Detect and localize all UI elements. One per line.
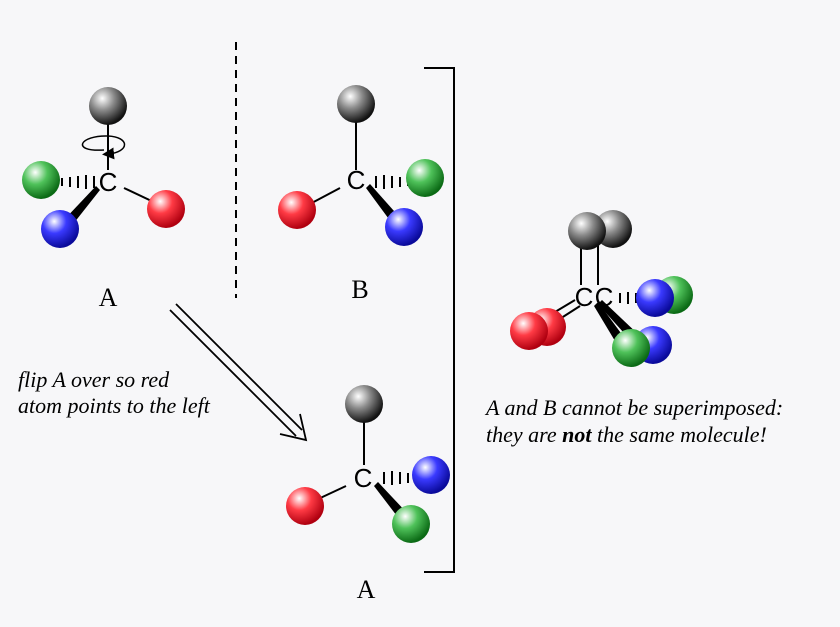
- red-atom: [147, 190, 185, 228]
- black-atom: [337, 85, 375, 123]
- carbon-symbol: C: [354, 463, 373, 493]
- blue-atom: [385, 208, 423, 246]
- molecule-a: C A: [22, 87, 185, 312]
- black-atom: [345, 385, 383, 423]
- blue-atom: [412, 456, 450, 494]
- carbon-symbol: C: [99, 167, 118, 197]
- black-atom: [568, 212, 606, 250]
- conclusion-line-2-end: the same molecule!: [592, 422, 767, 447]
- label-b: B: [351, 275, 368, 304]
- black-atom: [89, 87, 127, 125]
- label-a-top: A: [99, 283, 118, 312]
- green-atom: [612, 329, 650, 367]
- hashed-bond-a-green: [61, 175, 95, 189]
- carbon-symbol: C: [575, 282, 594, 312]
- green-atom: [22, 161, 60, 199]
- molecule-a-flipped: C A: [286, 385, 450, 604]
- blue-atom: [636, 279, 674, 317]
- conclusion-line-1: A and B cannot be superimposed:: [484, 395, 783, 420]
- instruction-line-2: atom points to the left: [18, 393, 211, 418]
- instruction-line-1: flip A over so red: [18, 367, 170, 392]
- red-atom: [278, 191, 316, 229]
- green-atom: [392, 505, 430, 543]
- conclusion-line-2: they are not the same molecule!: [486, 422, 767, 447]
- flip-arrow-icon: [169, 303, 308, 442]
- label-a-flipped: A: [357, 575, 376, 604]
- hashed-bond-b-green: [375, 175, 409, 189]
- red-atom: [286, 487, 324, 525]
- hashed-bond-af-blue: [383, 471, 409, 485]
- conclusion-bold-word: not: [562, 422, 592, 447]
- rotation-arrow-icon: [81, 135, 126, 160]
- carbon-symbol: C: [595, 282, 614, 312]
- conclusion-line-2-start: they are: [486, 422, 562, 447]
- green-atom: [406, 159, 444, 197]
- bracket: [424, 67, 455, 573]
- carbon-symbol: C: [347, 165, 366, 195]
- red-atom: [510, 312, 548, 350]
- blue-atom: [41, 210, 79, 248]
- molecule-b: C B: [278, 85, 444, 304]
- superimposed-molecules: C C: [510, 210, 693, 367]
